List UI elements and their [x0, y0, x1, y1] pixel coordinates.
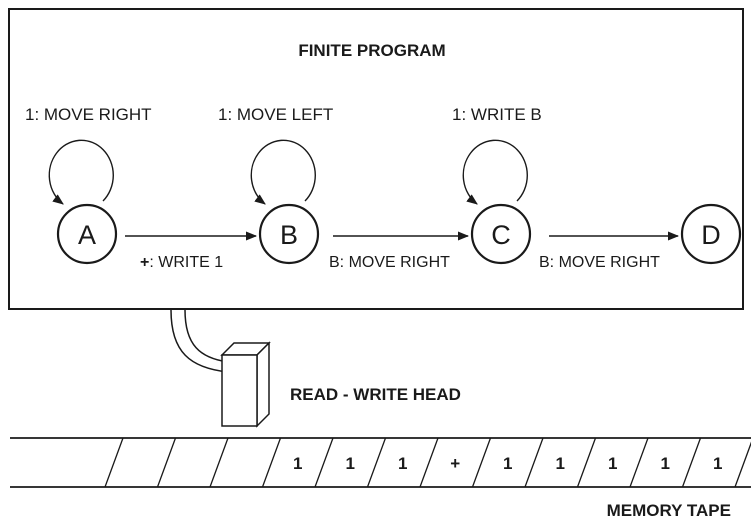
- transition-a-b-label: +: WRITE 1: [140, 254, 223, 271]
- self-loop-c: [463, 140, 527, 204]
- tape-cell-divider: [158, 438, 176, 487]
- state-b: B: [260, 205, 318, 263]
- tape-cell-divider: [315, 438, 333, 487]
- tape-cell-symbol: +: [450, 454, 460, 473]
- state-d-label: D: [701, 220, 721, 250]
- tape-cell-divider: [735, 438, 751, 487]
- state-d: D: [682, 205, 740, 263]
- self-loop-b: [251, 140, 315, 204]
- tape-cell-symbol: 1: [608, 454, 617, 473]
- head-cable: [171, 310, 228, 372]
- transition-c-d-label: B: MOVE RIGHT: [539, 254, 660, 271]
- tape-cell-divider: [105, 438, 123, 487]
- tape-cell-divider: [263, 438, 281, 487]
- tape-label: MEMORY TAPE: [607, 501, 731, 520]
- tape-cell-divider: [420, 438, 438, 487]
- loop-label-c: 1: WRITE B: [452, 105, 542, 124]
- memory-tape: 1 1 1 +1 1 1 1 1: [10, 438, 751, 487]
- state-a-label: A: [78, 220, 96, 250]
- self-loop-a: [49, 140, 113, 204]
- tape-cell-symbol: 1: [661, 454, 670, 473]
- tape-cell-divider: [683, 438, 701, 487]
- tape-cell-divider: [210, 438, 228, 487]
- tape-cell-symbol: 1: [556, 454, 565, 473]
- read-write-head: [222, 343, 269, 426]
- tape-cell-symbol: 1: [293, 454, 302, 473]
- transition-b-c-label: B: MOVE RIGHT: [329, 254, 450, 271]
- transition-a-b-action: : WRITE 1: [149, 254, 223, 271]
- tape-cell-divider: [525, 438, 543, 487]
- state-a: A: [58, 205, 116, 263]
- tape-cell-divider: [473, 438, 491, 487]
- tape-cell-symbol: 1: [398, 454, 407, 473]
- state-b-label: B: [280, 220, 298, 250]
- tape-cell-symbol: 1: [503, 454, 512, 473]
- program-title: FINITE PROGRAM: [298, 41, 445, 60]
- tape-cell-symbol: 1: [346, 454, 355, 473]
- loop-label-b: 1: MOVE LEFT: [218, 105, 333, 124]
- head-label: READ - WRITE HEAD: [290, 385, 461, 404]
- tape-cells: 1 1 1 +1 1 1 1 1: [105, 438, 751, 487]
- state-c: C: [472, 205, 530, 263]
- transition-a-b-symbol: +: [140, 254, 149, 271]
- loop-label-a: 1: MOVE RIGHT: [25, 105, 152, 124]
- tape-cell-divider: [578, 438, 596, 487]
- state-c-label: C: [491, 220, 511, 250]
- tape-cell-symbol: 1: [713, 454, 722, 473]
- tape-cell-divider: [368, 438, 386, 487]
- tape-cell-divider: [630, 438, 648, 487]
